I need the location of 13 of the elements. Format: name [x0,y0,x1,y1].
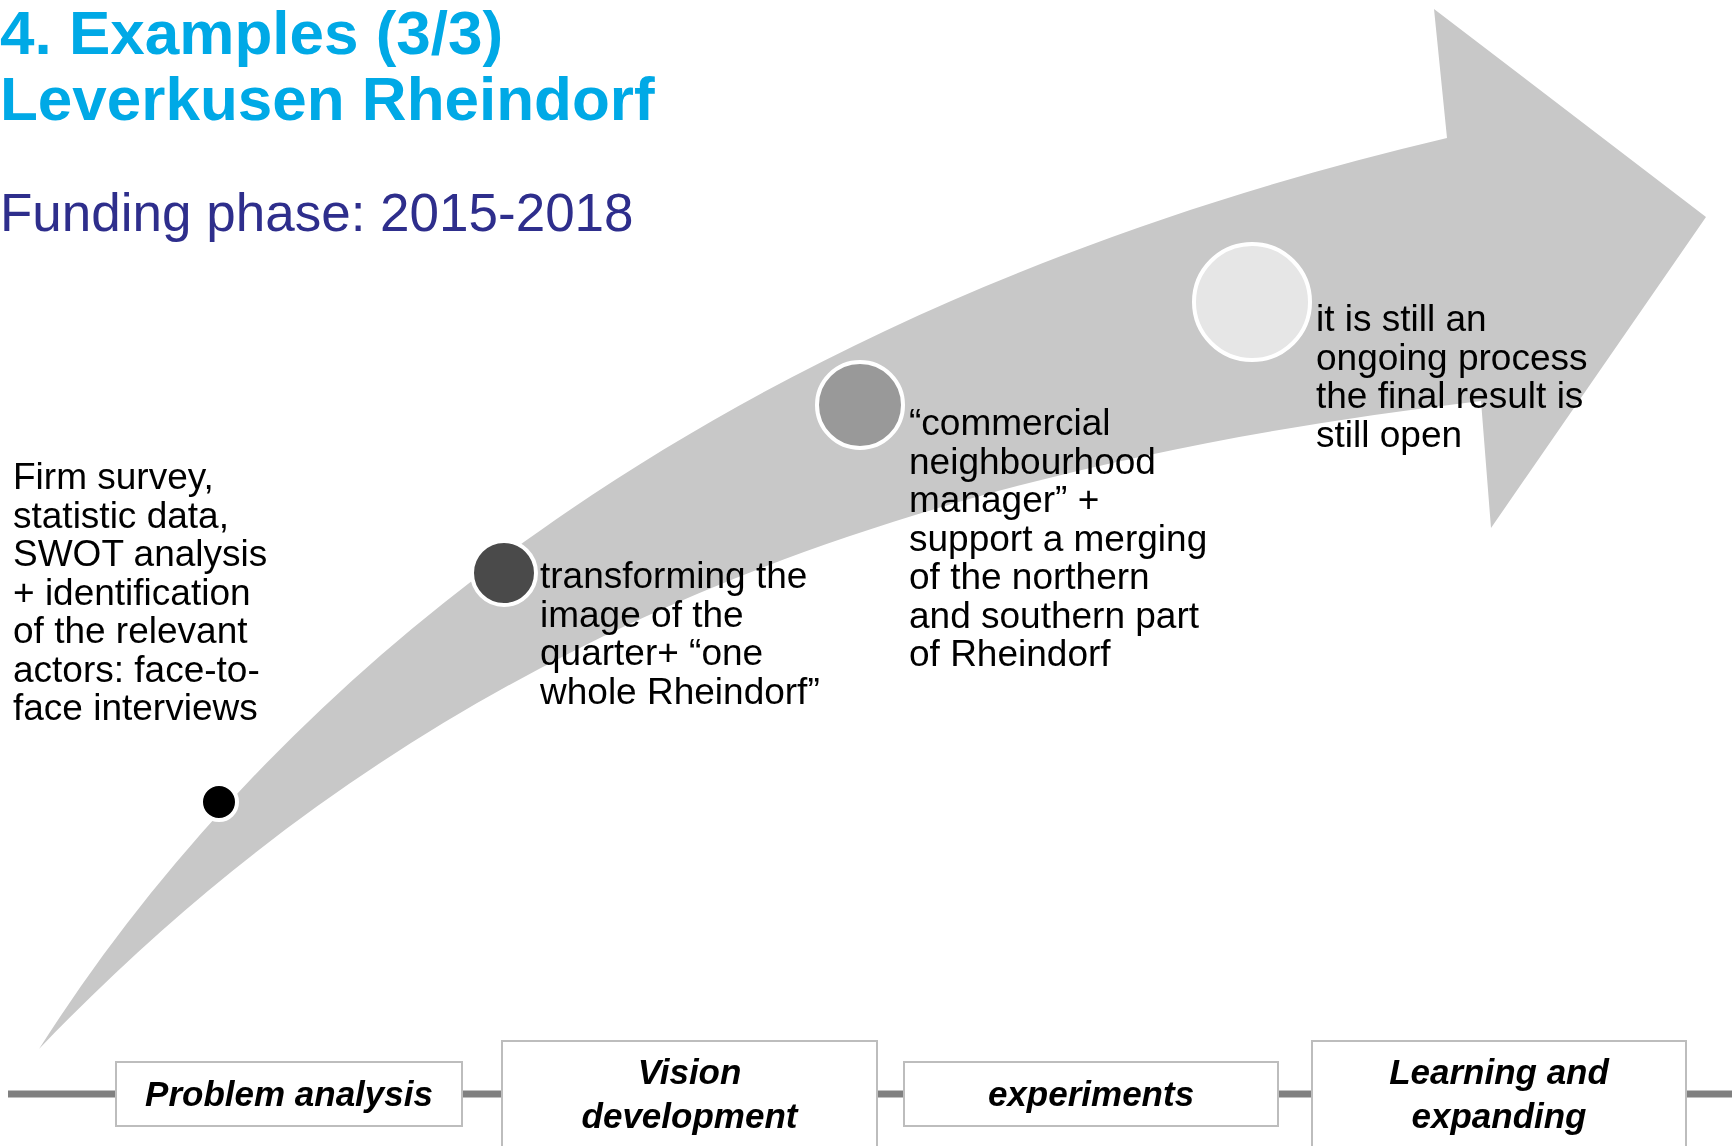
phase-box: Vision development [501,1040,878,1146]
title: 4. Examples (3/3) Leverkusen Rheindorf [0,0,656,132]
connector-line [463,1090,501,1098]
connector-line [1279,1090,1311,1098]
phase-box: experiments [903,1061,1279,1127]
connector-line [878,1090,903,1098]
step-description: Firm survey, statistic data, SWOT analysis + identification of the relevant actors: face-to-face interviews [13,458,269,728]
subtitle: Funding phase: 2015-2018 [0,182,634,243]
phase-box: Problem analysis [115,1061,463,1127]
phase-box: Learning and expanding [1311,1040,1687,1146]
step-description: transforming the image of the quarter+ “one whole Rheindorf” [540,557,821,711]
step-description: “commercial neighbourhood manager” + support a merging of the northern and southern part of Rheindorf [909,404,1209,674]
step-description: it is still an ongoing process the final result is still open [1316,300,1589,454]
